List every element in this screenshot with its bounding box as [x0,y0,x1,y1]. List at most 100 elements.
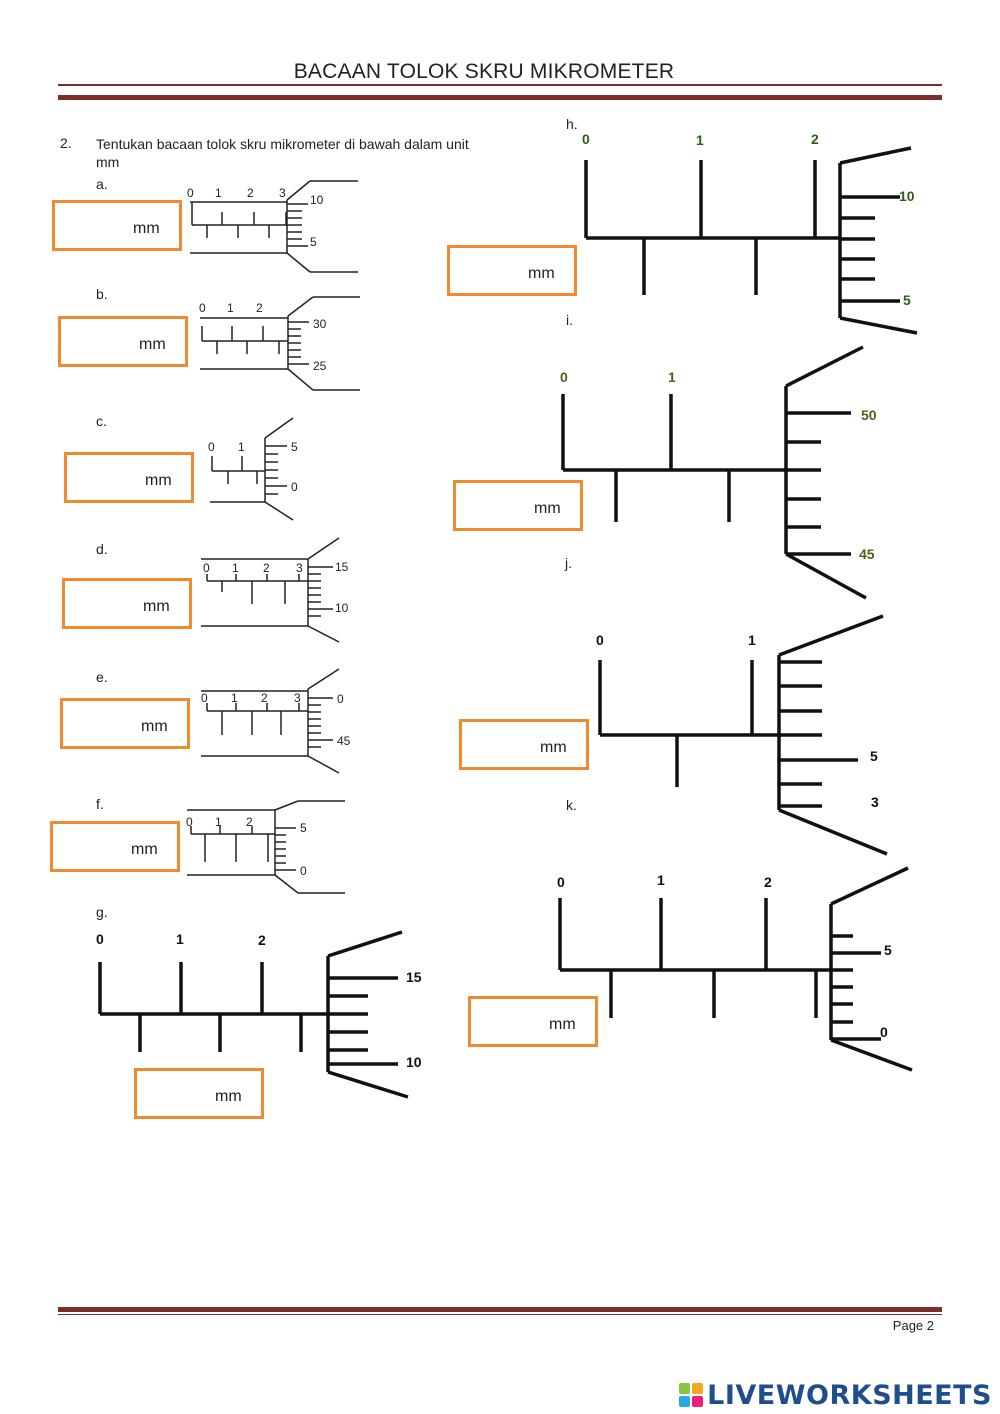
thimble-label: 0 [337,692,344,706]
sleeve-label: 0 [203,561,210,575]
question-text: Tentukan bacaan tolok skru mikrometer di… [96,136,469,170]
thimble-label: 5 [310,235,317,249]
thimble-label: 5 [291,440,298,454]
sleeve-label: 2 [247,186,254,200]
micrometer-d: 0 1 2 3 15 10 [201,537,349,643]
sleeve-label: 2 [811,131,819,147]
thimble-label: 45 [337,734,351,748]
thimble-label: 5 [300,821,307,835]
liveworksheets-logo-icon [679,1383,704,1407]
answer-box-e[interactable]: mm [60,698,190,749]
item-label-j: j. [565,555,572,571]
unit-label: mm [141,718,168,735]
micrometer-g: 0 1 2 15 10 [96,930,422,1099]
unit-label: mm [131,841,158,858]
item-label-g: g. [96,904,108,920]
answer-box-c[interactable]: mm [64,452,194,503]
sleeve-label: 0 [560,369,568,385]
unit-label: mm [549,1016,576,1033]
answer-box-f[interactable]: mm [50,821,180,872]
sleeve-label: 1 [668,369,676,385]
sleeve-label: 1 [748,632,756,648]
sleeve-label: 0 [557,874,565,890]
micrometer-i: 0 1 50 45 [560,345,877,600]
unit-label: mm [145,472,172,489]
sleeve-label: 3 [279,186,286,200]
sleeve-label: 0 [201,691,208,705]
item-label-f: f. [96,796,104,812]
thimble-label: 10 [406,1054,422,1070]
sleeve-label: 0 [96,931,104,947]
item-label-e: e. [96,669,108,685]
item-label-d: d. [96,541,108,557]
item-label-b: b. [96,286,108,302]
unit-label: mm [528,265,555,282]
footer-rule-thick [58,1307,942,1312]
sleeve-label: 1 [215,186,222,200]
thimble-label: 25 [313,359,327,373]
thimble-label: 3 [871,794,879,810]
sleeve-label: 2 [263,561,270,575]
answer-box-g[interactable]: mm [134,1068,264,1119]
thimble-label: 10 [310,193,324,207]
thimble-label: 15 [335,560,349,574]
sleeve-label: 0 [199,301,206,315]
sleeve-label: 2 [258,932,266,948]
thimble-label: 0 [291,480,298,494]
thimble-label: 10 [899,188,915,204]
sleeve-label: 0 [582,131,590,147]
answer-box-j[interactable]: mm [459,719,589,770]
sleeve-label: 1 [176,931,184,947]
sleeve-label: 3 [296,561,303,575]
item-label-i: i. [566,312,573,328]
unit-label: mm [143,598,170,615]
micrometer-b: 0 1 2 30 25 [199,296,360,391]
thimble-label: 30 [313,317,327,331]
answer-box-d[interactable]: mm [62,578,192,629]
thimble-label: 0 [300,864,307,878]
thimble-label: 5 [870,748,878,764]
micrometer-j: 0 1 5 3 [596,614,888,856]
sleeve-label: 0 [187,186,194,200]
unit-label: mm [534,500,561,517]
sleeve-label: 1 [238,440,245,454]
answer-box-i[interactable]: mm [453,480,583,531]
answer-box-h[interactable]: mm [447,245,577,296]
thimble-label: 45 [859,546,875,562]
thimble-label: 0 [880,1024,888,1040]
sleeve-label: 1 [657,872,665,888]
brand-name: LIVEWORKSHEETS [707,1379,992,1411]
thimble-label: 10 [335,601,349,615]
sleeve-label: 2 [261,691,268,705]
answer-box-a[interactable]: mm [52,200,182,251]
thimble-label: 5 [903,292,911,308]
item-label-k: k. [566,797,577,813]
item-label-a: a. [96,176,108,192]
unit-label: mm [133,220,160,237]
sleeve-label: 1 [232,561,239,575]
header-rule-thick [58,95,942,100]
unit-label: mm [540,739,567,756]
thimble-label: 15 [406,969,422,985]
item-label-c: c. [96,413,107,429]
page-number: Page 2 [892,1318,934,1333]
thimble-label: 50 [861,407,877,423]
micrometer-h: 0 1 2 10 5 [582,131,918,335]
micrometer-e: 0 1 2 3 0 45 [201,668,351,774]
sleeve-label: 2 [256,301,263,315]
answer-box-b[interactable]: mm [58,316,188,367]
micrometer-k: 0 1 2 5 0 [557,866,913,1072]
unit-label: mm [215,1088,242,1105]
sleeve-label: 2 [764,874,772,890]
page-title: BACAAN TOLOK SKRU MIKROMETER [293,60,675,83]
sleeve-label: 0 [186,815,193,829]
answer-box-k[interactable]: mm [468,996,598,1047]
brand-logo[interactable]: LIVEWORKSHEETS [679,1378,992,1412]
micrometer-a: 0 1 2 3 10 5 [187,180,358,273]
item-label-h: h. [566,116,578,132]
sleeve-label: 1 [696,132,704,148]
sleeve-label: 0 [208,440,215,454]
thimble-label: 5 [884,942,892,958]
header-rule-thin [58,84,942,86]
micrometer-f: 0 1 2 5 0 [186,800,345,894]
